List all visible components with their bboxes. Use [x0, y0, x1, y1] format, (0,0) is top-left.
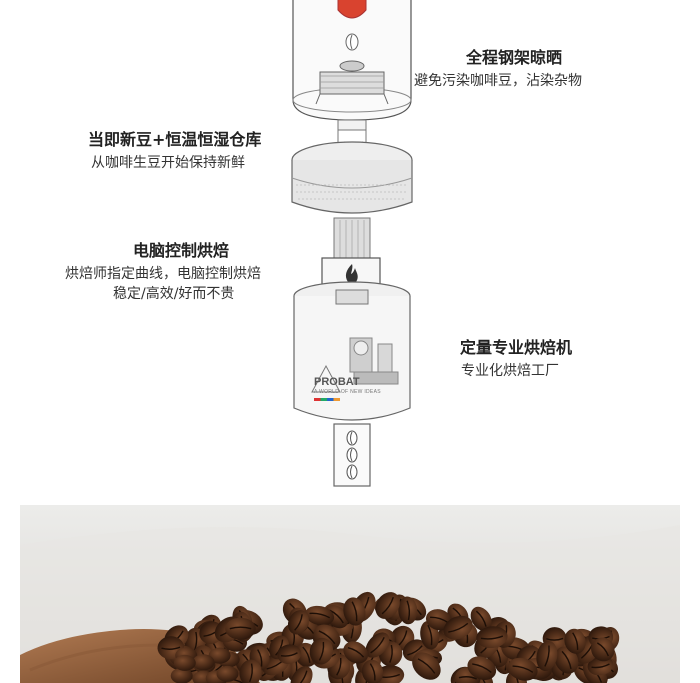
feature-title-machine: 定量专业烘焙机 — [460, 338, 573, 357]
probat-color-stripe — [314, 398, 340, 401]
feature-title-roasting: 电脑控制烘焙 — [133, 241, 230, 260]
storage-chamber — [291, 141, 413, 214]
process-diagram — [291, 0, 413, 487]
probat-tagline: A WORLD OF NEW IDEAS — [314, 389, 381, 395]
feature-title-drying: 全程钢架晾晒 — [466, 48, 563, 67]
coffee-bean-icon — [345, 33, 359, 51]
feature-desc-roasting-line2: 稳定/高效/好而不贵 — [113, 286, 235, 302]
probat-logo: PROBAT — [314, 376, 360, 388]
feature-desc-drying: 避免污染咖啡豆，沾染杂物 — [414, 73, 582, 89]
flame-icon — [345, 264, 358, 285]
roaster-unit — [293, 281, 411, 421]
coffee-bean-icon — [346, 430, 358, 480]
mesh-rack-icon — [319, 71, 385, 95]
feature-desc-machine: 专业化烘焙工厂 — [461, 363, 559, 379]
feature-title-storage: 当即新豆+恒温恒湿仓库 — [88, 130, 262, 149]
feature-desc-storage: 从咖啡生豆开始保持新鲜 — [91, 155, 245, 171]
coffee-beans-photo — [0, 505, 700, 683]
drying-rack-unit — [292, 0, 412, 121]
feature-desc-roasting-line1: 烘焙师指定曲线，电脑控制烘焙 — [65, 266, 261, 282]
red-valve-icon — [337, 0, 367, 19]
